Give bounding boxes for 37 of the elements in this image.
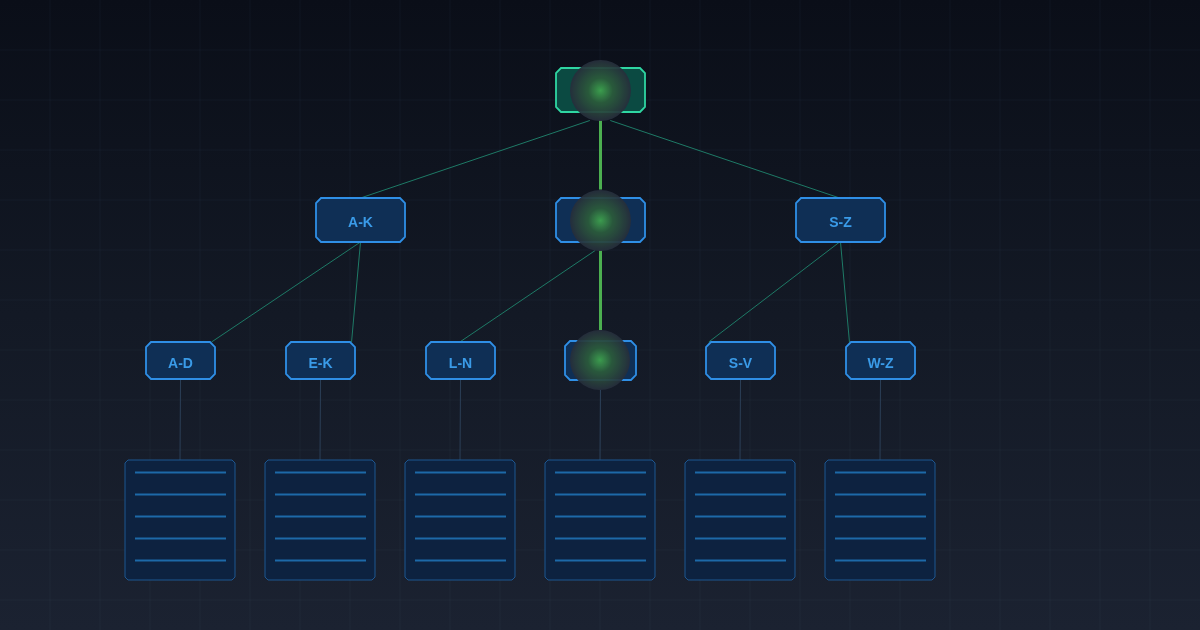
tree-node-box [316,198,405,242]
range-label: W-Z [867,354,894,371]
data-page [685,460,795,580]
highlighted-root-node [556,59,645,121]
tree-edge [179,378,181,461]
highlighted-tree-node [565,330,636,390]
range-label: S-Z [829,214,852,230]
tree-edge [840,241,850,343]
range-label: A-K [348,214,373,230]
tree-node-box [706,342,775,379]
data-page [545,460,655,580]
tree-edge [879,378,881,461]
range-label: A-D [168,354,193,371]
tree-edge [459,250,596,343]
tree-node-box [796,198,885,242]
range-label: L-N [448,354,473,371]
range-label: E-K [308,354,333,371]
data-page [825,460,935,580]
tree-edge [459,378,461,461]
tree-edge [599,389,601,461]
tree-edge [708,241,841,343]
highlighted-tree-node [556,189,645,251]
range-label: S-V [728,354,753,371]
tree-node-box [286,342,355,379]
data-page [125,460,235,580]
tree-node-box [846,342,915,379]
tree-node-box [426,342,495,379]
tree-edge [319,378,321,461]
tree-edge [599,250,602,330]
tree-node-box [146,342,215,379]
tree-edge [351,241,361,343]
tree-edge [211,241,361,343]
tree-edge [739,378,741,461]
tree-edge [360,120,591,199]
data-page [405,460,515,580]
data-page [265,460,375,580]
tree-edge [599,120,602,190]
